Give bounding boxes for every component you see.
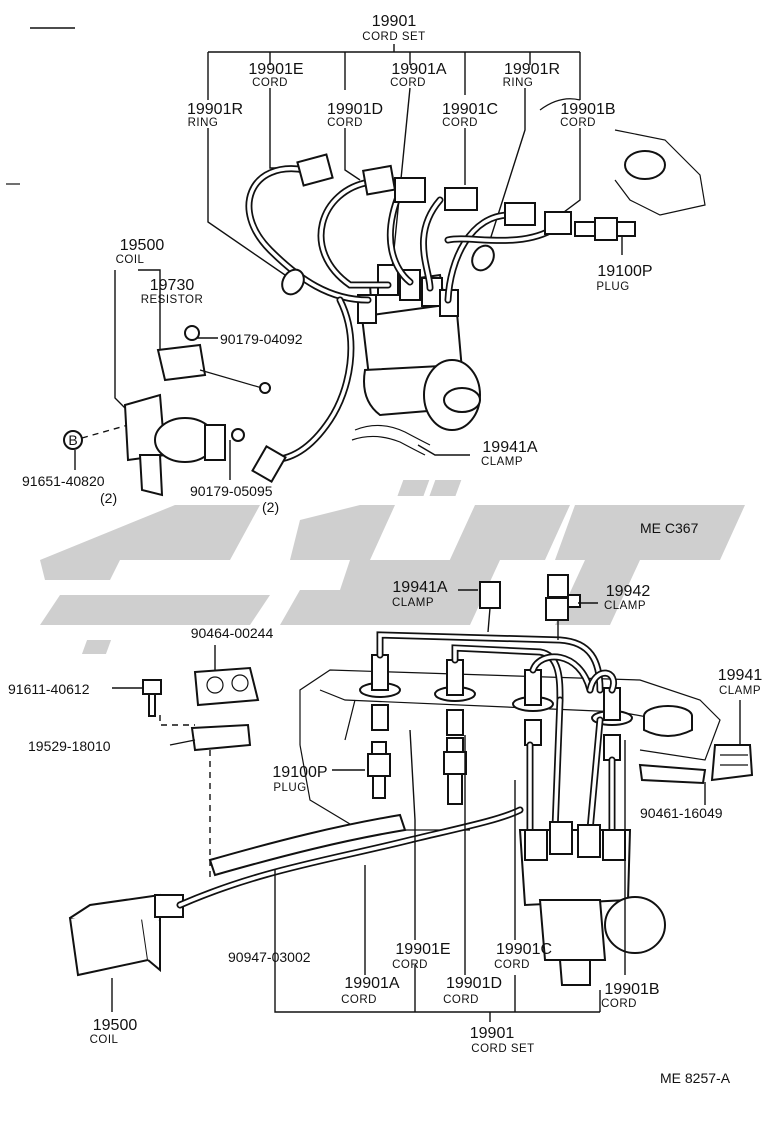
bolt-marker: B	[68, 432, 77, 448]
top-cordset-part: 19901	[372, 13, 417, 30]
bottom-spark-plug-2	[443, 737, 467, 805]
bottom-cord-e-part: 19901E	[395, 941, 450, 958]
top-cord-d-label: CORD	[327, 117, 363, 129]
top-spark-plug	[574, 217, 636, 241]
top-cord-b-label: CORD	[560, 117, 596, 129]
top-resistor-part: 19730	[150, 277, 195, 294]
bottom-screw-part: 91611-40612	[8, 681, 90, 697]
bottom-clamp-42-part: 19942	[606, 583, 651, 600]
bottom-dash-1	[159, 715, 195, 726]
top-cordset-label: CORD SET	[362, 31, 425, 43]
bottom-leaders	[111, 589, 741, 1022]
bottom-cord-b-label: CORD	[601, 998, 637, 1010]
bottom-cord-e-label: CORD	[392, 959, 428, 971]
top-resistor-label: RESISTOR	[141, 294, 204, 306]
top-clamp	[351, 424, 431, 456]
top-plug-label: PLUG	[596, 281, 629, 293]
top-wires	[245, 165, 559, 464]
bottom-cord-c-part: 19901C	[496, 941, 552, 958]
bottom-plug-label: PLUG	[273, 782, 306, 794]
top-cord-c-part: 19901C	[442, 101, 498, 118]
bottom-distributor	[518, 821, 666, 986]
top-cordset-bracket	[207, 44, 581, 100]
bottom-cord-b-part: 19901B	[604, 981, 659, 998]
bottom-wires	[376, 631, 617, 834]
top-distributor	[357, 264, 481, 431]
top-ring-right-part: 19901R	[504, 61, 560, 78]
bolt-marker-circle	[63, 430, 83, 450]
bottom-plug-boots	[359, 654, 633, 761]
top-coil-part: 19500	[120, 237, 165, 254]
nut-top	[184, 325, 200, 341]
bottom-cord-d-label: CORD	[443, 994, 479, 1006]
top-ring-right-label: RING	[503, 77, 534, 89]
ring-right	[471, 244, 495, 272]
bottom-clamp-a-label: CLAMP	[392, 597, 434, 609]
top-clamp-part: 19941A	[482, 439, 537, 456]
bottom-cord-a-part: 19901A	[344, 975, 399, 992]
top-nut-top: 90179-04092	[220, 331, 303, 347]
top-ring-left-label: RING	[188, 117, 219, 129]
watermark-logo	[40, 480, 745, 654]
top-plug-boots	[251, 153, 572, 483]
bottom-coil-label: COIL	[90, 1034, 119, 1046]
bottom-coil-part: 19500	[93, 1017, 138, 1034]
top-cord-a-label: CORD	[390, 77, 426, 89]
top-clamp-label: CLAMP	[481, 456, 523, 468]
bottom-screw	[142, 679, 162, 717]
bottom-tube-part: 90947-03002	[228, 949, 311, 965]
top-ring-left-part: 19901R	[187, 101, 243, 118]
bottom-cordset-label: CORD SET	[471, 1043, 534, 1055]
bottom-ref: ME 8257-A	[660, 1070, 731, 1086]
top-bolt-qty: (2)	[100, 490, 117, 506]
bottom-clamp-42-label: CLAMP	[604, 600, 646, 612]
bottom-clamp-a	[479, 581, 501, 609]
bottom-stay	[638, 763, 707, 785]
bottom-cord-a-label: CORD	[341, 994, 377, 1006]
top-bolt: 91651-40820	[22, 473, 105, 489]
bottom-bracket-part: 90464-00244	[191, 625, 274, 641]
bottom-clamp-41-part: 19941	[718, 667, 763, 684]
bottom-clamp-41-label: CLAMP	[719, 685, 761, 697]
top-nut-bottom: 90179-05095	[190, 483, 273, 499]
top-ignition-coil	[123, 393, 226, 497]
bottom-stay-part: 90461-16049	[640, 805, 723, 821]
bottom-clamp-41	[710, 744, 754, 782]
top-ref: ME C367	[640, 520, 699, 536]
bottom-clamp-a-part: 19941A	[392, 579, 447, 596]
top-cord-a-part: 19901A	[391, 61, 446, 78]
bottom-cord-c-label: CORD	[494, 959, 530, 971]
bottom-bracket	[193, 666, 260, 707]
bottom-block	[190, 723, 252, 752]
top-cord-e-label: CORD	[252, 77, 288, 89]
bottom-ignition-coil	[68, 893, 184, 977]
top-cord-c-label: CORD	[442, 117, 478, 129]
top-coil-label: COIL	[116, 254, 145, 266]
bottom-cord-d-part: 19901D	[446, 975, 502, 992]
bottom-spark-plug-1	[367, 741, 391, 799]
nut-bottom	[231, 428, 245, 442]
top-cord-e-part: 19901E	[248, 61, 303, 78]
bottom-cordset-part: 19901	[470, 1025, 515, 1042]
bottom-block-part: 19529-18010	[28, 738, 111, 754]
top-resistor	[156, 343, 271, 394]
ring-left	[281, 268, 305, 296]
top-cord-b-part: 19901B	[560, 101, 615, 118]
top-nut-bottom-qty: (2)	[262, 499, 279, 515]
bottom-plug-part: 19100P	[272, 764, 327, 781]
top-engine-housing	[539, 98, 706, 216]
bottom-coil-cord	[176, 806, 524, 909]
top-plug-part: 19100P	[597, 263, 652, 280]
bottom-oil-cap	[643, 705, 693, 737]
top-cord-d-part: 19901D	[327, 101, 383, 118]
bottom-clamp-42	[545, 574, 581, 621]
